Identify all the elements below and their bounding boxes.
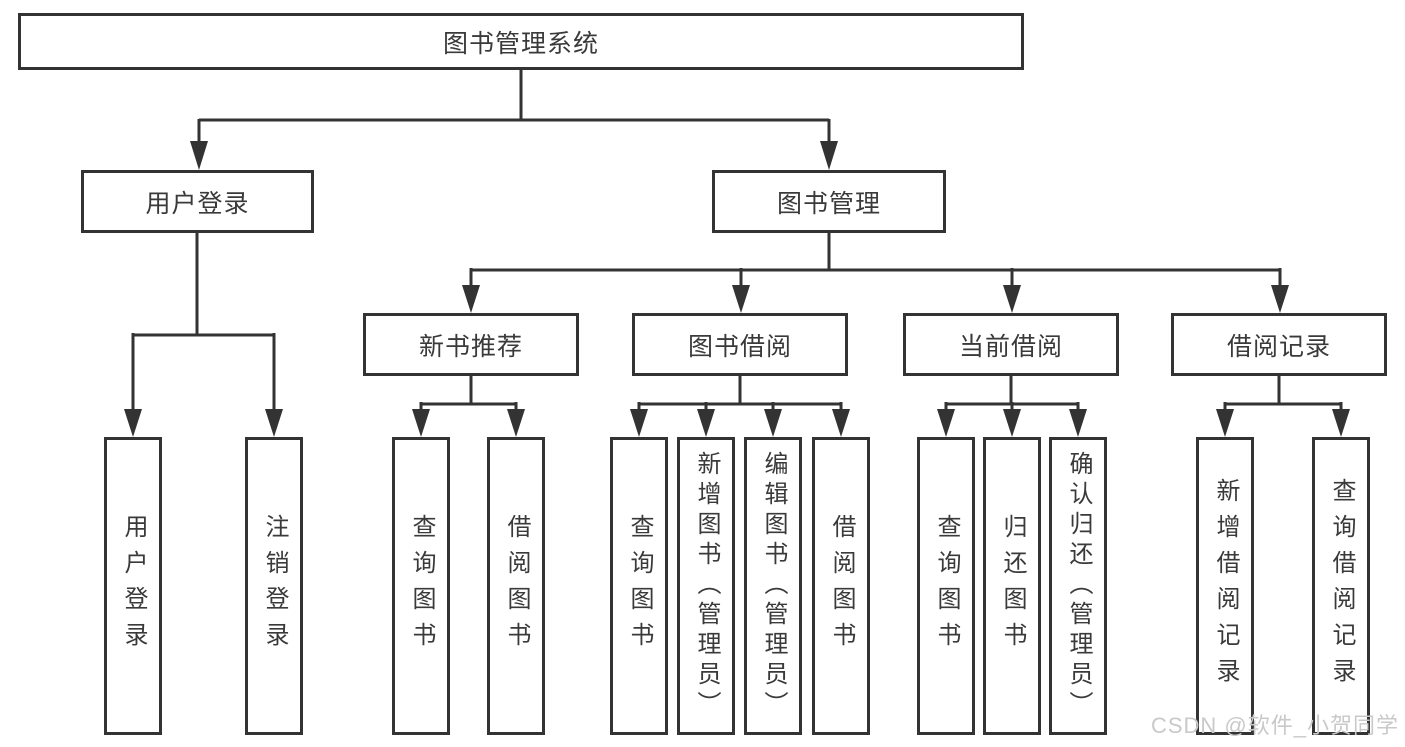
leaf-query-book-current: 查询图书 [917,437,975,735]
leaf-query-book-recommend: 查询图书 [392,437,450,735]
leaf-query-borrow-record-label: 查询借阅记录 [1328,478,1355,694]
node-new-book-recommend: 新书推荐 [363,313,579,376]
leaf-borrow-book-label: 借阅图书 [828,514,855,658]
node-current-borrow-label: 当前借阅 [958,332,1063,361]
leaf-query-book-borrow: 查询图书 [610,437,668,735]
leaf-logout-label: 注销登录 [261,514,288,658]
leaf-edit-book-admin-label: 编辑图书（管理员） [760,451,787,721]
node-user-login-label: 用户登录 [145,189,250,218]
leaf-return-book: 归还图书 [983,437,1041,735]
leaf-query-book-current-label: 查询图书 [933,514,960,658]
node-borrow-record-label: 借阅记录 [1226,332,1331,361]
leaf-add-book-admin-label: 新增图书（管理员） [693,451,720,721]
leaf-add-borrow-record-label: 新增借阅记录 [1212,478,1239,694]
leaf-add-borrow-record: 新增借阅记录 [1196,437,1254,735]
leaf-return-book-label: 归还图书 [999,514,1026,658]
leaf-user-login-label: 用户登录 [120,514,147,658]
leaf-add-book-admin: 新增图书（管理员） [677,437,735,735]
leaf-user-login: 用户登录 [104,437,162,735]
leaf-confirm-return-admin-label: 确认归还（管理员） [1065,451,1092,721]
leaf-borrow-book-recommend-label: 借阅图书 [503,514,530,658]
node-book-management: 图书管理 [712,170,946,233]
node-new-book-recommend-label: 新书推荐 [418,332,523,361]
leaf-query-borrow-record: 查询借阅记录 [1312,437,1370,735]
leaf-borrow-book: 借阅图书 [812,437,870,735]
node-borrow-record: 借阅记录 [1171,313,1387,376]
node-root-system: 图书管理系统 [18,13,1024,70]
leaf-logout: 注销登录 [245,437,303,735]
node-current-borrow: 当前借阅 [903,313,1119,376]
leaf-confirm-return-admin: 确认归还（管理员） [1049,437,1107,735]
node-book-management-label: 图书管理 [776,189,881,218]
node-book-borrow-label: 图书借阅 [687,332,792,361]
leaf-query-book-recommend-label: 查询图书 [408,514,435,658]
leaf-borrow-book-recommend: 借阅图书 [487,437,545,735]
node-book-borrow: 图书借阅 [632,313,848,376]
node-user-login: 用户登录 [81,170,314,233]
node-root-system-label: 图书管理系统 [442,29,599,58]
leaf-query-book-borrow-label: 查询图书 [626,514,653,658]
leaf-edit-book-admin: 编辑图书（管理员） [744,437,802,735]
